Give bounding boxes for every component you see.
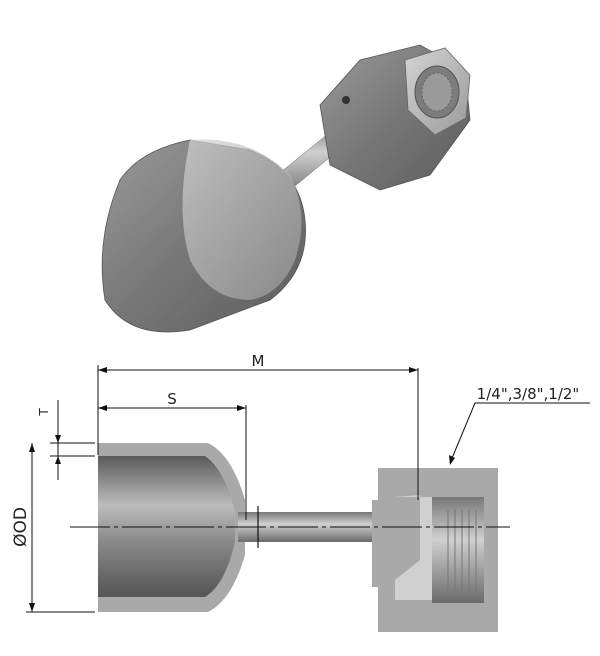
label-m: M <box>252 352 265 370</box>
dimension-lines <box>26 365 590 613</box>
isometric-view <box>101 44 471 333</box>
thread-leader <box>449 402 590 464</box>
section-view <box>98 443 498 632</box>
nut-thread-bore <box>432 497 484 603</box>
thread-callout: 1/4",3/8",1/2" <box>477 385 580 403</box>
iso-cap-face <box>182 139 302 300</box>
arrowheads <box>29 367 455 612</box>
thread-lines <box>447 510 477 592</box>
iso-weep-hole <box>342 96 350 104</box>
label-od: ØOD <box>11 507 31 547</box>
label-s: S <box>167 390 177 408</box>
label-t: T <box>37 408 51 417</box>
